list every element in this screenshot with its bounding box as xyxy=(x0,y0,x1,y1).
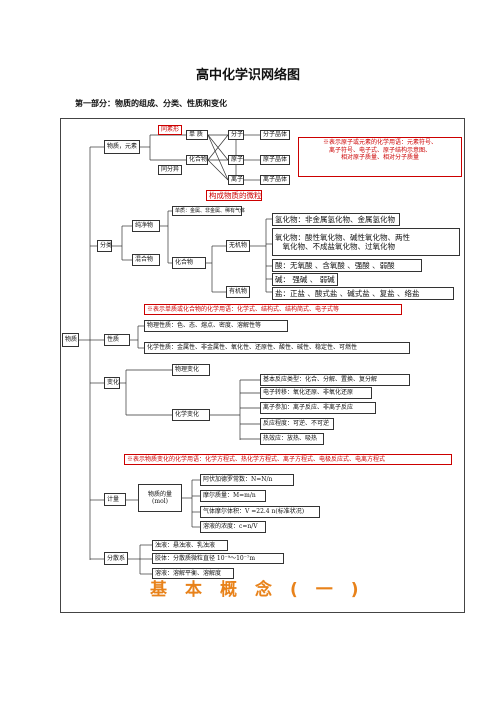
node-avogadro: 阿伏加德罗常数：N=N/n xyxy=(200,474,294,486)
root-node: 物质 xyxy=(62,333,79,347)
node-electron-transfer: 电子转移：氧化还原、非氧化还原 xyxy=(260,387,372,399)
node-hydrides: 氢化物：非金属氢化物、金属氢化物 xyxy=(272,213,400,226)
note-line: 相对原子质量、相对分子质量 xyxy=(340,154,419,161)
node-chemical-change: 化学变化 xyxy=(172,409,210,421)
note-change-equations: ※表示物质变化的化学用语：化学方程式、热化学方程式、离子方程式、电极反应式、电离… xyxy=(124,454,452,465)
node-substance-element: 物质，元素 xyxy=(104,140,140,154)
node-isomer: 同分异 xyxy=(158,165,182,175)
node-amount-of-substance: 物质的量 (mol) xyxy=(138,484,182,512)
node-molar-mass: 摩尔质量：M=m/n xyxy=(200,490,266,502)
node-reaction-types: 基本反应类型：化合、分解、置换、复分解 xyxy=(260,374,410,386)
node-classification: 分类 xyxy=(97,240,112,252)
node-ion-participation: 离子参加：离子反应、非离子反应 xyxy=(260,402,376,414)
node-suspension: 浊液：悬浊液、乳浊液 xyxy=(152,540,228,551)
page-title: 高中化学识网络图 xyxy=(195,68,300,83)
node-physical-change: 物理变化 xyxy=(172,364,210,376)
note-structure-particles: 构成物质的微粒 xyxy=(206,190,262,201)
node-compound: 化合物 xyxy=(186,155,208,165)
node-elements: 单质：金属、非金属、稀有气体 xyxy=(172,206,245,216)
node-changes: 变化 xyxy=(104,377,120,389)
node-molecule: 分子 xyxy=(228,130,244,140)
node-heat-effect: 热效应：放热、吸热 xyxy=(260,433,324,445)
node-dispersion-system: 分散系 xyxy=(104,552,128,565)
node-atom: 原子 xyxy=(228,155,244,165)
node-concentration: 溶液的浓度：c=n/V xyxy=(200,521,266,533)
node-molecular-crystal: 分子晶体 xyxy=(260,130,290,140)
banner-basic-concepts: 基本概念(一) xyxy=(150,580,377,600)
note-atom-symbols: ※表示原子或元素的化学用语：元素符号、 离子符号、电子式、原子结构示意图、 相对… xyxy=(298,137,462,177)
amount-unit: (mol) xyxy=(152,498,168,505)
node-salts: 盐：正盐 、酸式盐 、碱式盐 、复盐 、络盐 xyxy=(272,287,454,300)
node-bases: 碱： 强碱 、 弱碱 xyxy=(272,273,338,286)
node-pure-substance: 纯净物 xyxy=(132,220,160,232)
node-simple-substance: 单 质 xyxy=(186,130,208,140)
oxides-line: 氧化物：酸性氧化物、碱性氧化物、两性 xyxy=(275,232,410,242)
amount-label: 物质的量 xyxy=(147,490,172,498)
note-formula-symbols: ※表示单质或化合物的化学用语：化学式、结构式、结构简式、电子式等 xyxy=(144,304,402,315)
node-ion: 离子 xyxy=(228,175,244,185)
node-inorganic: 无机物 xyxy=(226,240,250,252)
node-oxides: 氧化物：酸性氧化物、碱性氧化物、两性 氧化物、不成盐氧化物、过氧化物 xyxy=(272,228,460,256)
section-title: 第一部分：物质的组成、分类、性质和变化 xyxy=(75,99,227,108)
node-mixture: 混合物 xyxy=(132,254,160,266)
oxides-line: 氧化物、不成盐氧化物、过氧化物 xyxy=(275,242,395,251)
note-line: 离子符号、电子式、原子结构示意图、 xyxy=(328,146,431,154)
node-reaction-degree: 反应程度：可逆、不可逆 xyxy=(260,418,334,430)
node-properties: 性质 xyxy=(104,334,130,346)
node-chemical-properties: 化学性质：金属性、非金属性、氧化性、还原性、酸性、碱性、稳定性、可燃性 xyxy=(144,342,410,354)
note-line: ※表示原子或元素的化学用语：元素符号、 xyxy=(322,139,437,146)
diagram-frame xyxy=(60,118,465,613)
node-molar-volume: 气体摩尔体积：V =22.4 n(标准状况) xyxy=(200,506,320,518)
node-atomic-crystal: 原子晶体 xyxy=(260,155,290,165)
node-compound-class: 化合物 xyxy=(172,257,206,269)
node-measurement: 计量 xyxy=(104,493,126,506)
node-physical-properties: 物理性质：色、态、熔点、密度、溶解性等 xyxy=(144,320,288,332)
node-ion-crystal: 离子晶体 xyxy=(260,175,290,185)
node-colloid: 胶体：分散质微粒直径 10⁻⁹～10⁻⁷m xyxy=(152,553,284,564)
node-organic: 有机物 xyxy=(226,286,250,298)
node-allotrope: 同素形 xyxy=(158,125,182,135)
node-acids: 酸：无氧酸 、含氧酸 、强酸 、弱酸 xyxy=(272,259,422,272)
node-solution: 溶液：溶解平衡、溶解度 xyxy=(152,568,234,579)
